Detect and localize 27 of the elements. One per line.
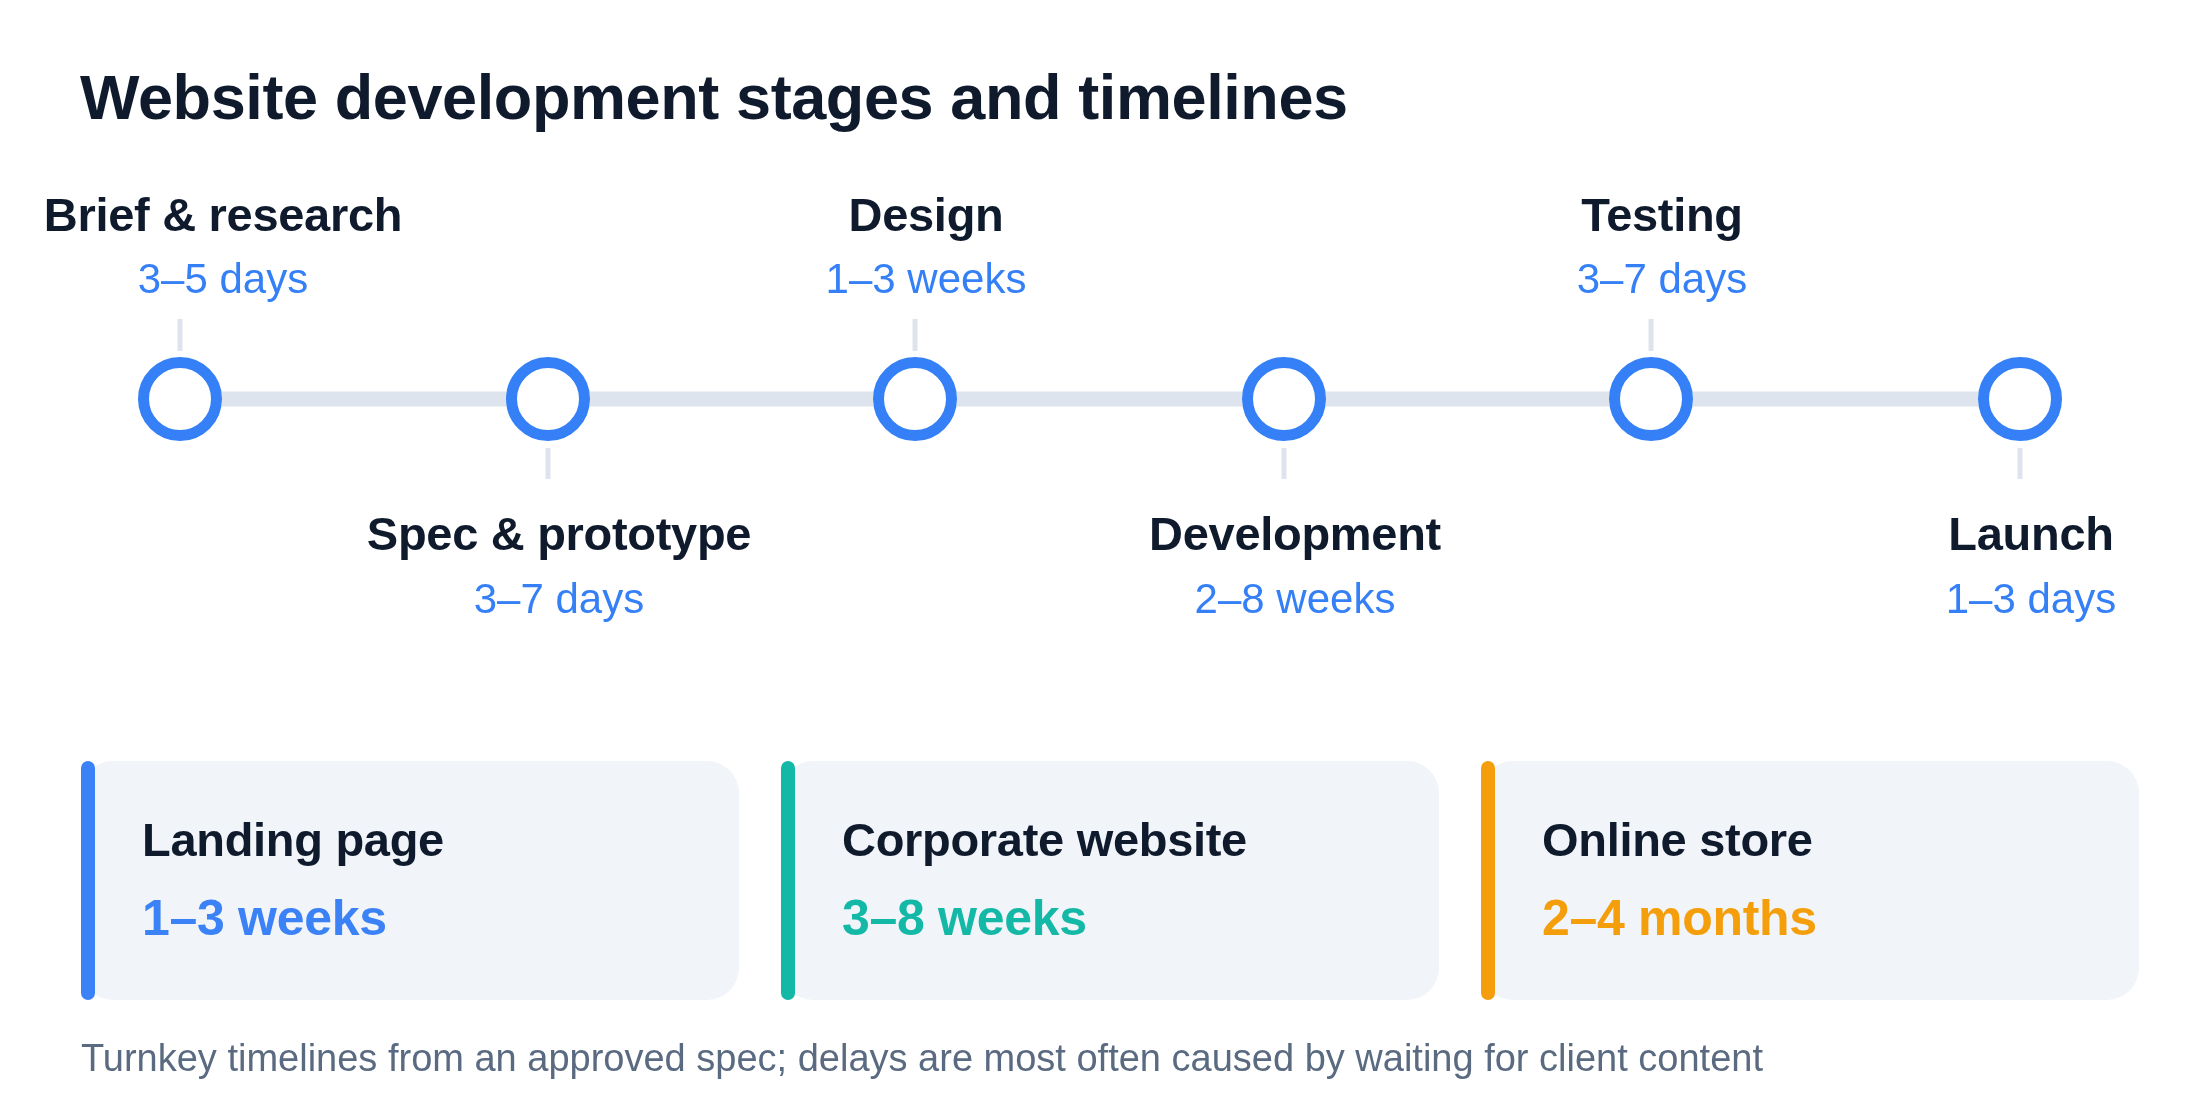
stage-title: Launch [1948, 510, 2114, 558]
stage-title: Brief & research [43, 191, 403, 239]
stage-title: Spec & prototype [366, 510, 752, 558]
card-title: Landing page [142, 816, 444, 864]
stage-duration: 3–5 days [137, 258, 309, 301]
stage-duration: 3–7 days [1576, 258, 1748, 301]
caption-text: Turnkey timelines from an approved spec; delays are most often caused by waiting for client content [81, 1038, 1763, 1077]
timeline-connector [1693, 391, 1978, 407]
summary-card [1481, 761, 2139, 1000]
stage-title: Design [848, 191, 1004, 239]
duration-value: 3–8 weeks [842, 892, 1087, 943]
summary-card [781, 761, 1439, 1000]
stage-title: Development [1149, 510, 1441, 558]
card-title: Corporate website [842, 816, 1247, 864]
stage-duration: 2–8 weeks [1194, 578, 1396, 621]
stage-duration: 1–3 days [1945, 578, 2117, 621]
card-title: Online store [1542, 816, 1813, 864]
timeline-connector [222, 391, 506, 407]
stage-duration: 3–7 days [473, 578, 645, 621]
summary-card [81, 761, 739, 1000]
duration-value: 1–3 weeks [142, 892, 387, 943]
timeline-connector [957, 391, 1242, 407]
timeline-connector [590, 391, 873, 407]
timeline-connector [1326, 391, 1609, 407]
stage-title: Testing [1581, 191, 1743, 239]
stage-duration: 1–3 weeks [825, 258, 1027, 301]
duration-value: 2–4 months [1542, 892, 1817, 943]
